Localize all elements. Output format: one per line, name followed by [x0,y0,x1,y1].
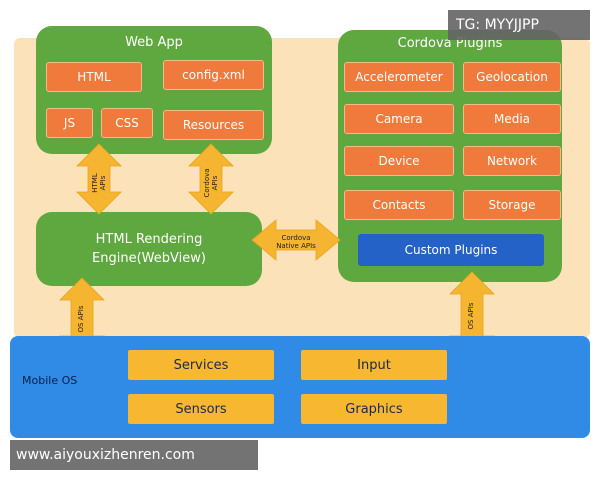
html-apis-label-line1: HTML [91,173,99,193]
cordova-native-apis-arrow [251,219,341,261]
html-rendering-engine-panel: HTML Rendering Engine(WebView) [36,212,262,286]
web-app-title: Web App [125,35,183,50]
native-apis-label-line1: Cordova [281,234,311,242]
media-box: Media [463,104,561,134]
cordova-apis-arrow [188,143,234,215]
mobile-os-label: Mobile OS [22,374,78,387]
geolocation-box: Geolocation [463,62,561,92]
sensors-box: Sensors [128,394,274,424]
config-xml-box: config.xml [163,60,264,90]
storage-box: Storage [463,190,561,220]
cordova-apis-label-line1: Cordova [203,168,211,198]
accelerometer-box: Accelerometer [344,62,454,92]
native-apis-label-line2: Native APIs [276,242,316,250]
device-box: Device [344,146,454,176]
custom-plugins-box: Custom Plugins [358,234,544,266]
resources-box: Resources [163,110,264,140]
cordova-native-apis-label: Cordova Native APIs [272,234,320,250]
html-apis-label-line2: APIs [99,175,107,191]
network-box: Network [463,146,561,176]
services-box: Services [128,350,274,380]
watermark-bottom: www.aiyouxizhenren.com [10,440,258,470]
html-apis-label: HTML APIs [91,163,107,203]
engine-line-1: HTML Rendering [95,232,203,247]
os-apis-label-right: OS APIs [467,302,475,330]
cordova-apis-label-line2: APIs [211,175,219,191]
engine-line-2: Engine(WebView) [92,251,206,266]
mobile-os-panel [10,336,590,438]
cordova-apis-label: Cordova APIs [203,163,219,203]
css-box: CSS [101,108,153,138]
camera-box: Camera [344,104,454,134]
html-box: HTML [46,62,142,92]
html-apis-arrow [76,143,122,215]
watermark-top: TG: MYYJJPP [448,10,590,40]
contacts-box: Contacts [344,190,454,220]
input-box: Input [301,350,447,380]
graphics-box: Graphics [301,394,447,424]
js-box: JS [46,108,93,138]
